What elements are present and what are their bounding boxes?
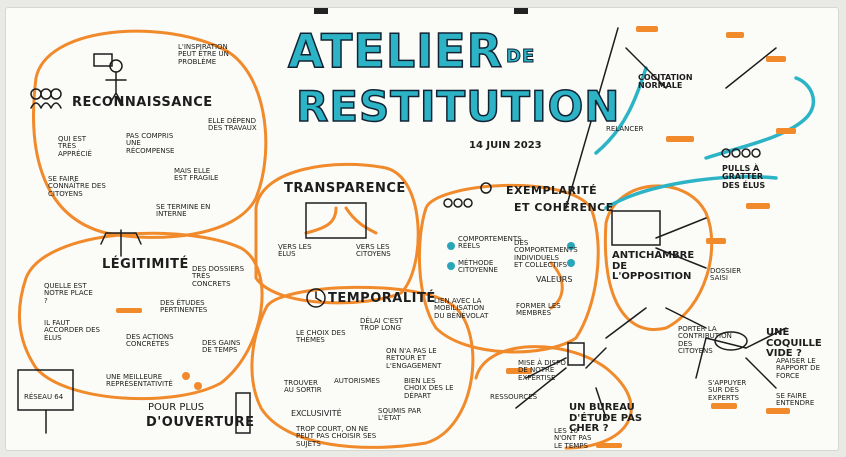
teal-swoosh-2 [604, 175, 778, 210]
note-pertinentes: DES ÉTUDES PERTINENTES [160, 299, 208, 315]
note-bien-choix: BIEN LES CHOIX DES LE DÉPART [404, 377, 454, 400]
date-label: 14 JUIN 2023 [469, 140, 542, 151]
section-legitimite: LÉGITIMITÉ [102, 257, 189, 272]
note-actions: DES ACTIONS CONCRÈTES [126, 333, 174, 349]
note-porter-idee: PORTER LA CONTRIBUTION DES CITOYENS [678, 325, 732, 356]
section-coquille: UNE COQUILLE VIDE ? [766, 327, 822, 359]
note-interne: SE TERMINE EN INTERNE [156, 203, 211, 219]
note-lien: LIEN AVEC LA MOBILISATION DU BÉNÉVOLAT [434, 297, 489, 320]
sketchnote-drawing [17, 26, 816, 450]
note-les-10: LES 10 N'ONT PAS LE TEMPS [554, 427, 592, 450]
title-line2: RESTITUTION [295, 81, 621, 132]
section-ouverture: D'OUVERTURE [146, 415, 255, 430]
note-dossier-saisi: DOSSIER SAISI [710, 267, 742, 283]
note-nous-pas: ON N'A PAS LE RETOUR ET L'ENGAGEMENT [386, 347, 442, 370]
top-clip-left [314, 8, 328, 14]
temporalite-bubble-outline [250, 285, 475, 449]
note-trop-long: DÉLAI C'EST TROP LONG [360, 317, 403, 333]
section-transparence: TRANSPARENCE [284, 181, 406, 196]
note-valeurs: VALEURS [536, 275, 573, 284]
note-apaiser: APAISER LE RAPPORT DE FORCE [776, 357, 820, 380]
note-methode: MÉTHODE CITOYENNE [458, 259, 498, 275]
note-se-faire: SE FAIRE ENTENDRE [776, 392, 815, 408]
note-vers-citoyens: VERS LES CITOYENS [356, 243, 391, 259]
section-exemplarite: EXEMPLARITÉ [506, 184, 598, 197]
note-pas-compris: PAS COMPRIS UNE RÉCOMPENSE [126, 132, 175, 155]
note-ressources: RESSOURCES [490, 393, 538, 401]
bureau-bubble-outline [474, 345, 633, 450]
note-trouver: TROUVER AU SORTIR [284, 379, 322, 395]
note-dossiers: DES DOSSIERS TRÈS CONCRETS [192, 265, 245, 288]
note-comportements: COMPORTEMENTS RÉELS [458, 235, 522, 251]
note-representativite: UNE MEILLEURE REPRÉSENTATIVITÉ [106, 373, 173, 389]
whiteboard-canvas: ATELIER DE RESTITUTION 14 JUIN 2023 RECO… [6, 8, 838, 450]
note-trop-court: TROP COURT, ON NE PEUT PAS CHOISIR SES S… [296, 425, 377, 448]
reconnaissance-bubble-outline [32, 29, 268, 239]
note-cogitation: COGITATION NORMALE [638, 73, 693, 91]
note-faut-accorder: IL FAUT ACCORDER DES ÉLUS [44, 319, 100, 342]
note-audition: AUTORISMES [334, 377, 380, 385]
note-pulls: PULLS À GRATTER DES ÉLUS [722, 164, 766, 190]
note-qui-est-tres: QUI EST TRÈS APPRÉCIÉ [58, 135, 92, 158]
note-soumis: SOUMIS PAR L'ÉTAT [378, 407, 422, 423]
teal-swoosh-3 [594, 66, 648, 155]
teal-swoosh-1 [704, 76, 816, 160]
title-line1: ATELIER [287, 23, 504, 79]
note-vers-elus: VERS LES ÉLUS [278, 243, 312, 259]
section-coherence: ET COHÉRENCE [514, 201, 614, 214]
note-gains: DES GAINS DE TEMPS [202, 339, 241, 355]
section-antichambre: ANTICHAMBRE DE L'OPPOSITION [612, 250, 695, 282]
exemplarite-bubble-outline [417, 183, 600, 354]
section-reconnaissance: RECONNAISSANCE [72, 95, 213, 110]
note-appuyer: S'APPUYER SUR DES EXPERTS [708, 379, 747, 402]
divider-line [565, 27, 619, 209]
note-inspiration: L'INSPIRATION PEUT ÊTRE UN PROBLÈME [178, 43, 229, 66]
note-depend: ELLE DÉPEND DES TRAVAUX [208, 117, 257, 133]
note-relancer: RELANCER [606, 125, 644, 133]
note-coherents: DES COMPORTEMENTS INDIVIDUELS ET COLLECT… [514, 239, 578, 270]
transparence-bubble-outline [254, 162, 420, 305]
title-de: DE [505, 46, 536, 68]
note-choix: LE CHOIX DES THÈMES [296, 329, 346, 345]
note-exclusion: EXCLUSIVITÉ [291, 409, 342, 418]
antichambre-loop [603, 184, 714, 331]
note-quelle-place: QUELLE EST NOTRE PLACE ? [44, 282, 93, 305]
top-clip-right [514, 8, 528, 14]
note-reseau: RÉSEAU 64 [24, 393, 64, 401]
ouverture-prefix: POUR PLUS [148, 402, 205, 413]
note-mise-rapport: MISE À DISPO DE NOTRE EXPERTISE [518, 359, 566, 382]
note-fragile: MAIS ELLE EST FRAGILE [174, 167, 219, 183]
section-temporalite: TEMPORALITÉ [328, 291, 436, 306]
note-former: FORMER LES MEMBRES [516, 302, 561, 318]
note-citoyens: SE FAIRE CONNAÎTRE DES CITOYENS [48, 175, 106, 198]
section-bureau: UN BUREAU D'ÉTUDE PAS CHER ? [569, 402, 643, 434]
legitimite-bubble-outline [17, 231, 264, 401]
